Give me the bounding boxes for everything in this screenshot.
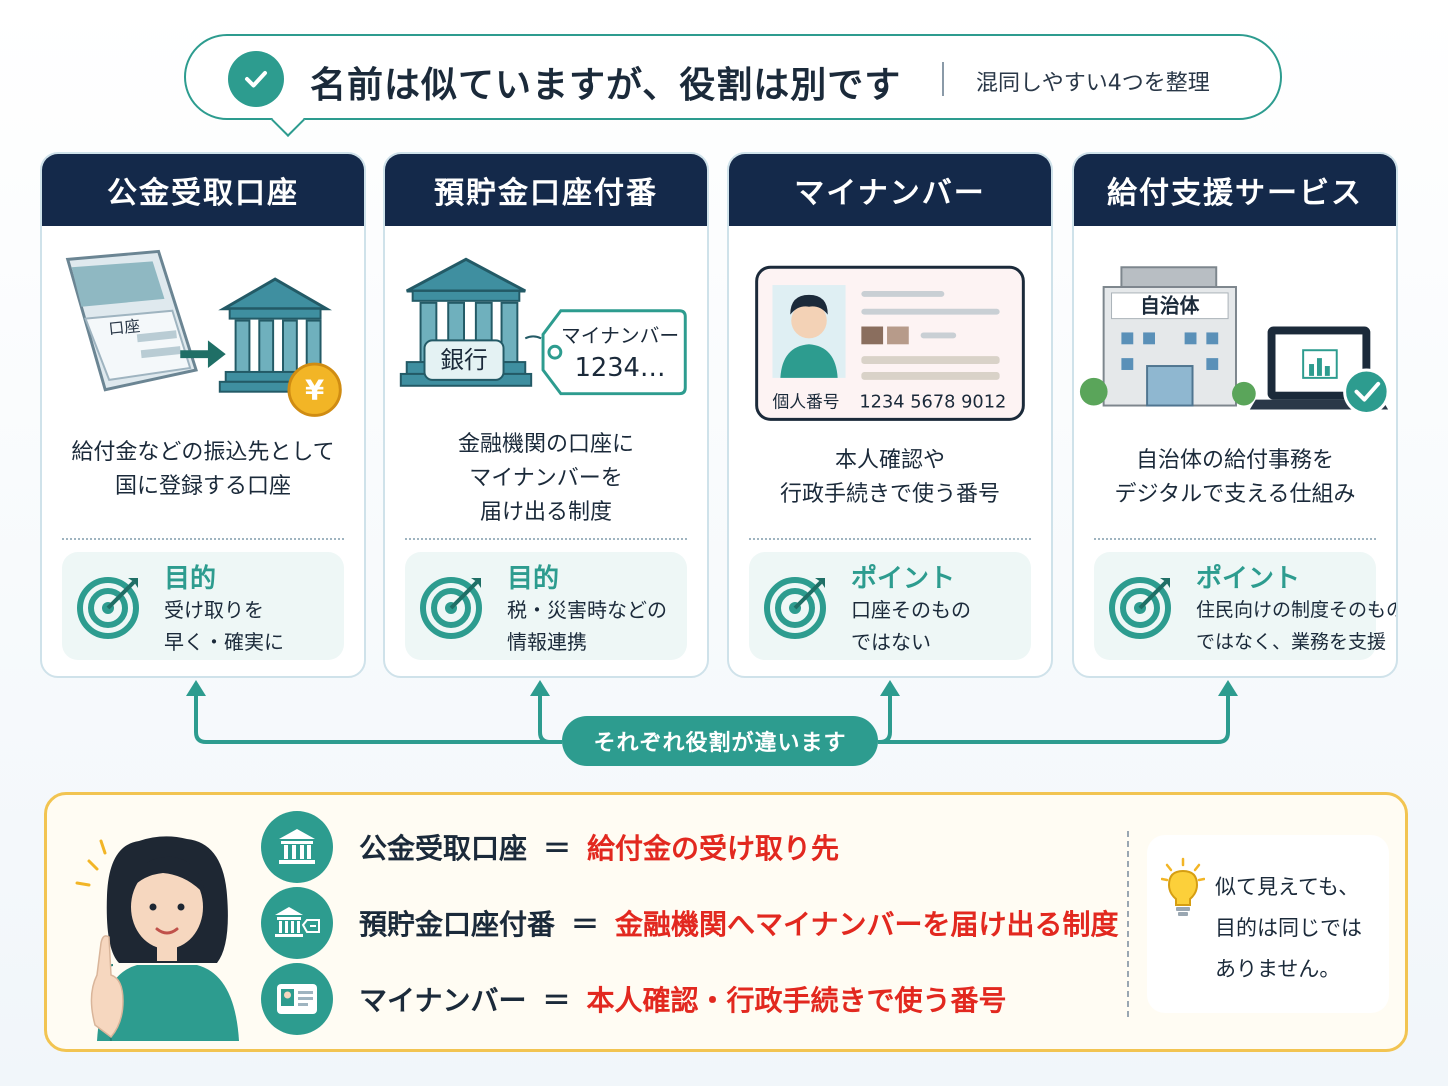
dotted-divider — [1094, 538, 1376, 540]
card-label: 個人番号 — [772, 392, 839, 412]
check-icon — [1343, 368, 1390, 415]
tag-line1: マイナンバー — [561, 324, 679, 347]
point-box: ポイント 住民向けの制度そのもの ではなく、業務を支援 — [1094, 552, 1396, 660]
svg-text:¥: ¥ — [305, 374, 324, 407]
card-title: マイナンバー — [729, 154, 1051, 226]
card-description: 自治体の給付事務を デジタルで支える仕組み — [1114, 448, 1356, 507]
point-text: 受け取りを 早く・確実に — [164, 598, 284, 654]
summary-value: 金融機関へマイナンバーを届け出る制度 — [615, 908, 1119, 941]
woman-pointing-illustration — [75, 836, 239, 1041]
card-public-account: 公金受取口座 口座 ¥ 給付金などの振込先として 国に登録する口座 — [40, 152, 366, 678]
card-deposit-numbering: 預貯金口座付番 銀行 マイナンバー 1234… 金融機関の口座に マイナンバーを… — [383, 152, 709, 678]
tag-line2: 1234… — [575, 353, 666, 383]
id-card-icon — [261, 963, 333, 1035]
dotted-divider — [405, 538, 687, 540]
summary-row: マイナンバー ＝ 本人確認・行政手続きで使う番号 — [261, 961, 1006, 1037]
summary-divider — [1127, 831, 1129, 1017]
sparkle-icon — [75, 839, 107, 887]
equals-sign: ＝ — [542, 984, 571, 1017]
page-title: 名前は似ていますが、役割は別です — [310, 65, 902, 106]
card-number: 1234 5678 9012 — [859, 393, 1006, 413]
equals-sign: ＝ — [543, 832, 572, 865]
bank-tag-icon — [261, 887, 333, 959]
card-title: 公金受取口座 — [42, 154, 364, 226]
target-icon — [1109, 577, 1171, 639]
header-separator — [942, 62, 944, 96]
bank-icon — [261, 811, 333, 883]
card-description: 給付金などの振込先として 国に登録する口座 — [71, 440, 335, 499]
summary-row: 預貯金口座付番 ＝ 金融機関へマイナンバーを届け出る制度 — [261, 885, 1118, 961]
passbook-label: 口座 — [108, 316, 142, 338]
purpose-box: 目的 受け取りを 早く・確実に — [62, 552, 344, 660]
summary-value: 給付金の受け取り先 — [587, 832, 840, 865]
tip-text: 似て見えても、 目的は同じでは ありません。 — [1215, 875, 1362, 981]
header-bubble: 名前は似ていますが、役割は別です 混同しやすい4つを整理 — [184, 34, 1282, 120]
dotted-divider — [749, 538, 1031, 540]
summary-term: 公金受取口座 — [359, 832, 528, 865]
yen-coin-icon — [287, 362, 342, 417]
connector-arrows — [186, 680, 1238, 744]
lightbulb-icon — [1161, 857, 1205, 916]
summary-row: 公金受取口座 ＝ 給付金の受け取り先 — [261, 809, 839, 885]
target-icon — [77, 577, 139, 639]
point-label: ポイント — [851, 564, 956, 594]
building-label: 自治体 — [1140, 295, 1200, 318]
check-icon — [228, 51, 284, 107]
bank-with-tag-illustration: 銀行 マイナンバー 1234… — [399, 257, 687, 396]
pointing-hand — [90, 935, 124, 1039]
purpose-box: 目的 税・災害時などの 情報連携 — [405, 552, 687, 660]
card-benefit-support: 給付支援サービス 自治体 自治体の給付事 — [1072, 152, 1398, 678]
number-tag-icon — [541, 309, 687, 396]
point-text: 税・災害時などの 情報連携 — [507, 598, 667, 654]
point-label: 目的 — [164, 564, 217, 594]
card-title: 給付支援サービス — [1074, 154, 1396, 226]
point-text: 口座そのもの ではない — [851, 598, 971, 654]
page-subtitle: 混同しやすい4つを整理 — [976, 71, 1210, 96]
id-card-illustration: 個人番号 1234 5678 9012 — [755, 265, 1025, 421]
point-label: ポイント — [1196, 564, 1301, 594]
bank-icon — [399, 257, 533, 387]
point-label: 目的 — [507, 564, 560, 594]
tip-box: 似て見えても、 目的は同じでは ありません。 — [1147, 835, 1389, 1013]
bank-icon — [218, 277, 332, 393]
passbook-to-bank-illustration: 口座 ¥ — [65, 249, 342, 417]
point-box: ポイント 口座そのもの ではない — [749, 552, 1031, 660]
card-description: 金融機関の口座に マイナンバーを 届け出る制度 — [457, 432, 634, 525]
equals-sign: ＝ — [571, 908, 600, 941]
passbook-icon — [65, 249, 198, 392]
dotted-divider — [62, 538, 344, 540]
building-icon — [1079, 266, 1256, 407]
point-text: 住民向けの制度そのもの ではなく、業務を支援 — [1196, 599, 1398, 653]
target-icon — [764, 577, 826, 639]
card-description: 本人確認や 行政手続きで使う番号 — [779, 448, 1000, 507]
bank-label: 銀行 — [440, 346, 487, 374]
summary-term: マイナンバー — [359, 984, 527, 1017]
arrow-icon — [180, 340, 226, 368]
municipality-illustration: 自治体 — [1079, 266, 1390, 415]
card-title: 預貯金口座付番 — [385, 154, 707, 226]
summary-panel: 公金受取口座 ＝ 給付金の受け取り先 預貯金口座付番 ＝ 金融機関へマイナンバー… — [44, 792, 1408, 1052]
target-icon — [420, 577, 482, 639]
summary-term: 預貯金口座付番 — [359, 908, 556, 941]
connector-label: それぞれ役割が違います — [562, 716, 878, 766]
card-my-number: マイナンバー 個人番号 1234 5678 9012 本人確認や 行政手続きで使… — [727, 152, 1053, 678]
summary-value: 本人確認・行政手続きで使う番号 — [586, 984, 1007, 1017]
